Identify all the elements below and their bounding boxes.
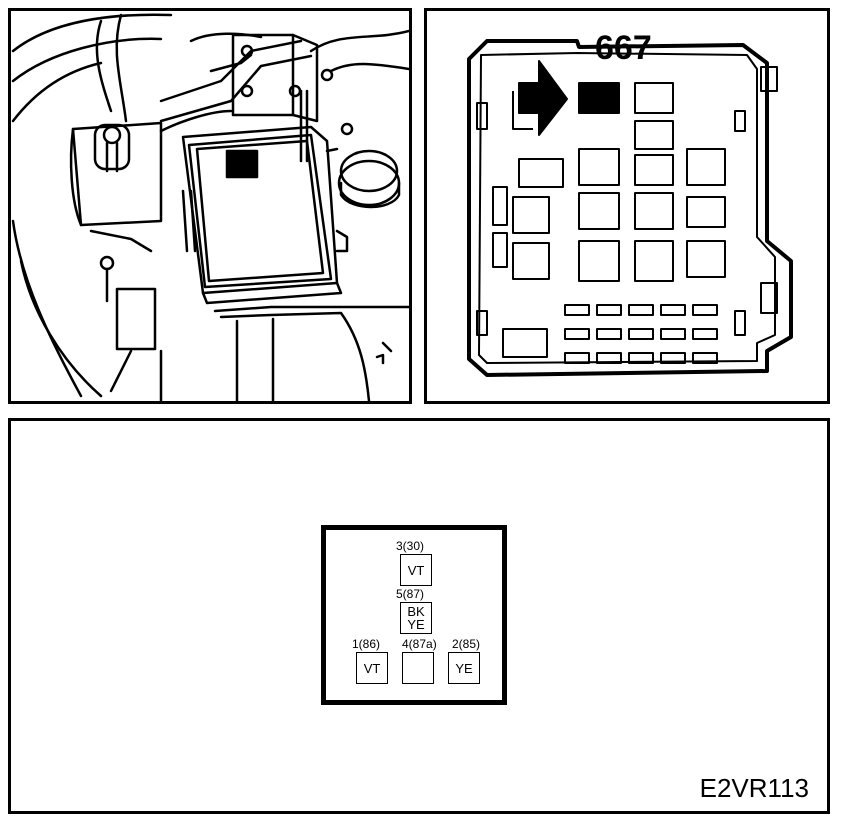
wire-color: YE	[407, 617, 425, 632]
pin-number-label: 4(87a)	[402, 637, 437, 651]
wire-color: YE	[455, 660, 473, 676]
connector-pin: YE	[448, 652, 480, 684]
connector-pinout-panel: 3(30) VT 5(87) BK YE 1(86) 4(87a) 2(85) …	[8, 418, 830, 814]
wire-color: VT	[407, 562, 425, 578]
engine-bay-illustration	[8, 8, 412, 404]
connector-pin: VT	[400, 554, 432, 586]
pin-number-label: 5(87)	[396, 587, 425, 601]
connector-pin: BK YE	[400, 602, 432, 634]
pin-number-label: 3(30)	[396, 539, 425, 553]
relay-connector-face: 3(30) VT 5(87) BK YE 1(86) 4(87a) 2(85) …	[321, 525, 507, 705]
wire-color: BK	[407, 604, 425, 619]
component-number-label: 667	[595, 29, 652, 67]
engine-bay-drawing	[11, 13, 409, 401]
pin-number-label: 2(85)	[452, 637, 481, 651]
connector-pin: VT	[356, 652, 388, 684]
relay-box-drawing	[467, 39, 793, 377]
wire-color: VT	[363, 660, 381, 676]
pin-number-label: 1(86)	[352, 637, 381, 651]
relay-box-layout: 667	[424, 8, 830, 404]
connector-pin	[402, 652, 434, 684]
figure-code: E2VR113	[699, 773, 809, 803]
